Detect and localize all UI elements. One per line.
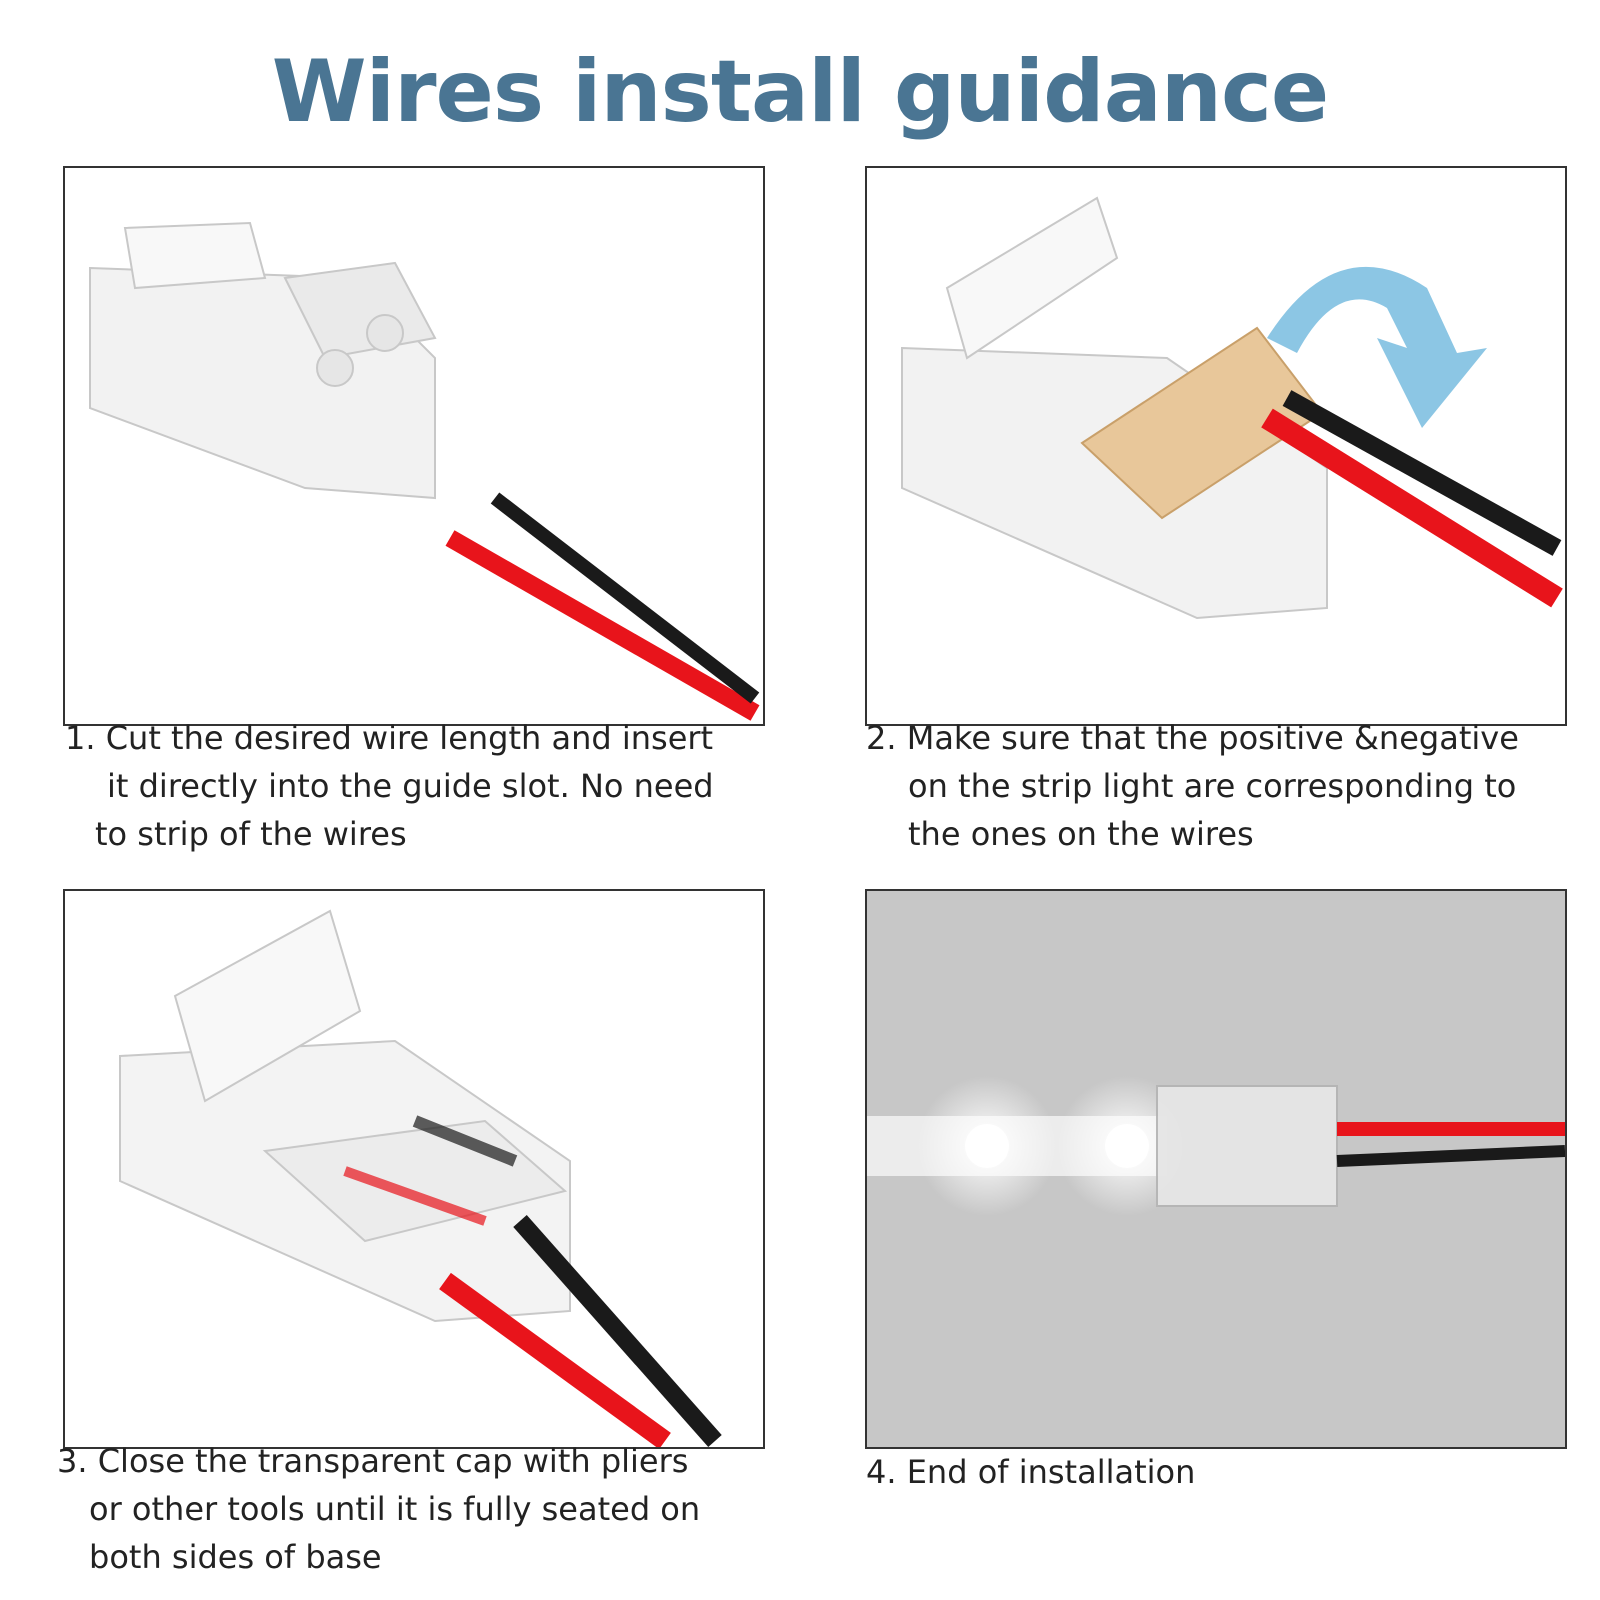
connector-illustration (89, 221, 437, 500)
step-3-caption: 3. Close the transparent cap with pliers… (57, 1442, 701, 1576)
step-3-image (63, 889, 765, 1449)
connector (1156, 1085, 1338, 1207)
step-2-caption: 2. Make sure that the positive &negative… (866, 719, 1519, 853)
step-1-caption: 1. Cut the desired wire length and inser… (65, 719, 714, 853)
page-title: Wires install guidance (271, 42, 1330, 142)
step-4-image (865, 889, 1567, 1449)
wire-pair (445, 492, 760, 721)
arrow-icon (1267, 266, 1487, 428)
step-1-image (63, 166, 765, 726)
step-4-caption: 4. End of installation (866, 1453, 1196, 1491)
step-2-image (865, 166, 1567, 726)
